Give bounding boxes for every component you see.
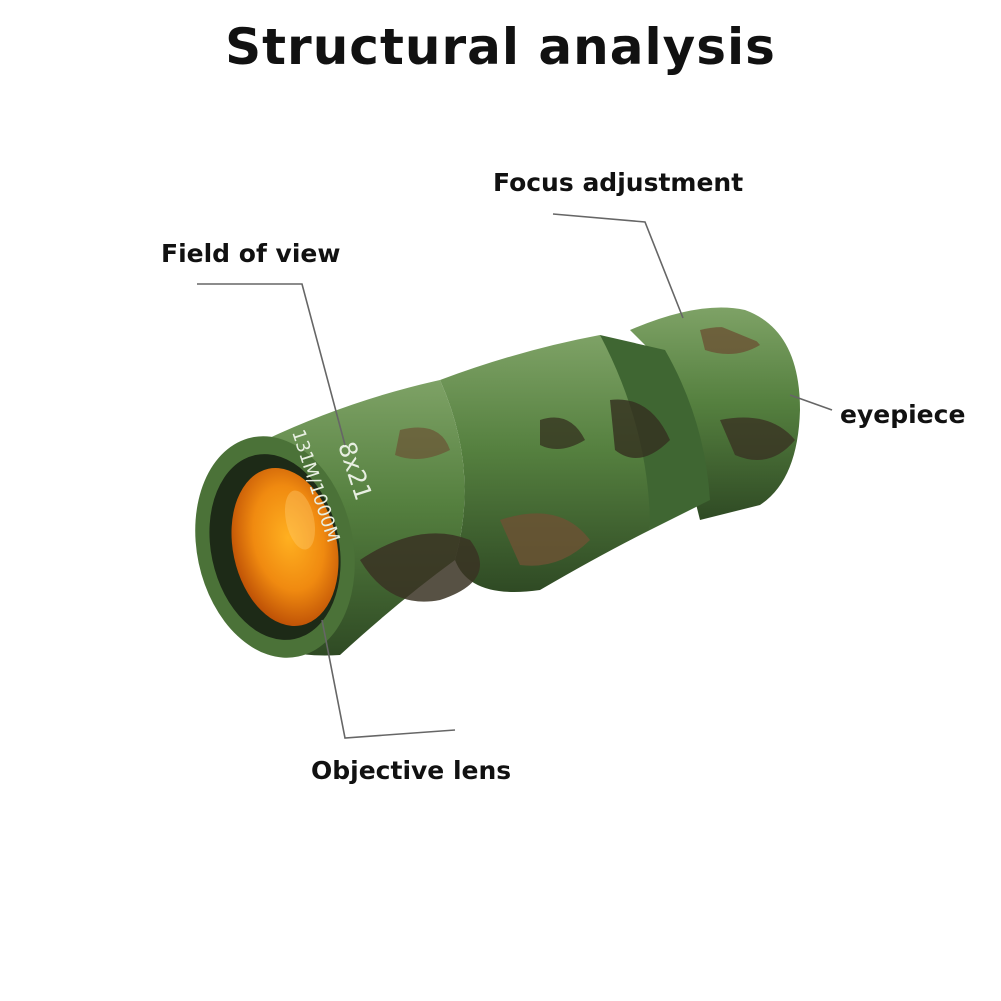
middle-barrel bbox=[440, 335, 650, 592]
monocular-body bbox=[195, 307, 800, 658]
leader-line-objective bbox=[321, 619, 456, 739]
label-objective-lens: Objective lens bbox=[311, 756, 512, 785]
page-title: Structural analysis bbox=[225, 18, 776, 76]
leader-line-focus bbox=[552, 213, 684, 319]
camo-pattern bbox=[250, 327, 795, 644]
objective-lens-glass bbox=[231, 468, 339, 626]
leader-line-field-of-view bbox=[197, 283, 346, 446]
label-focus-adjustment: Focus adjustment bbox=[493, 168, 744, 197]
label-eyepiece: eyepiece bbox=[840, 400, 966, 429]
label-field-of-view: Field of view bbox=[161, 239, 341, 268]
eyepiece-cap bbox=[630, 307, 800, 520]
leader-line-eyepiece bbox=[789, 394, 833, 411]
